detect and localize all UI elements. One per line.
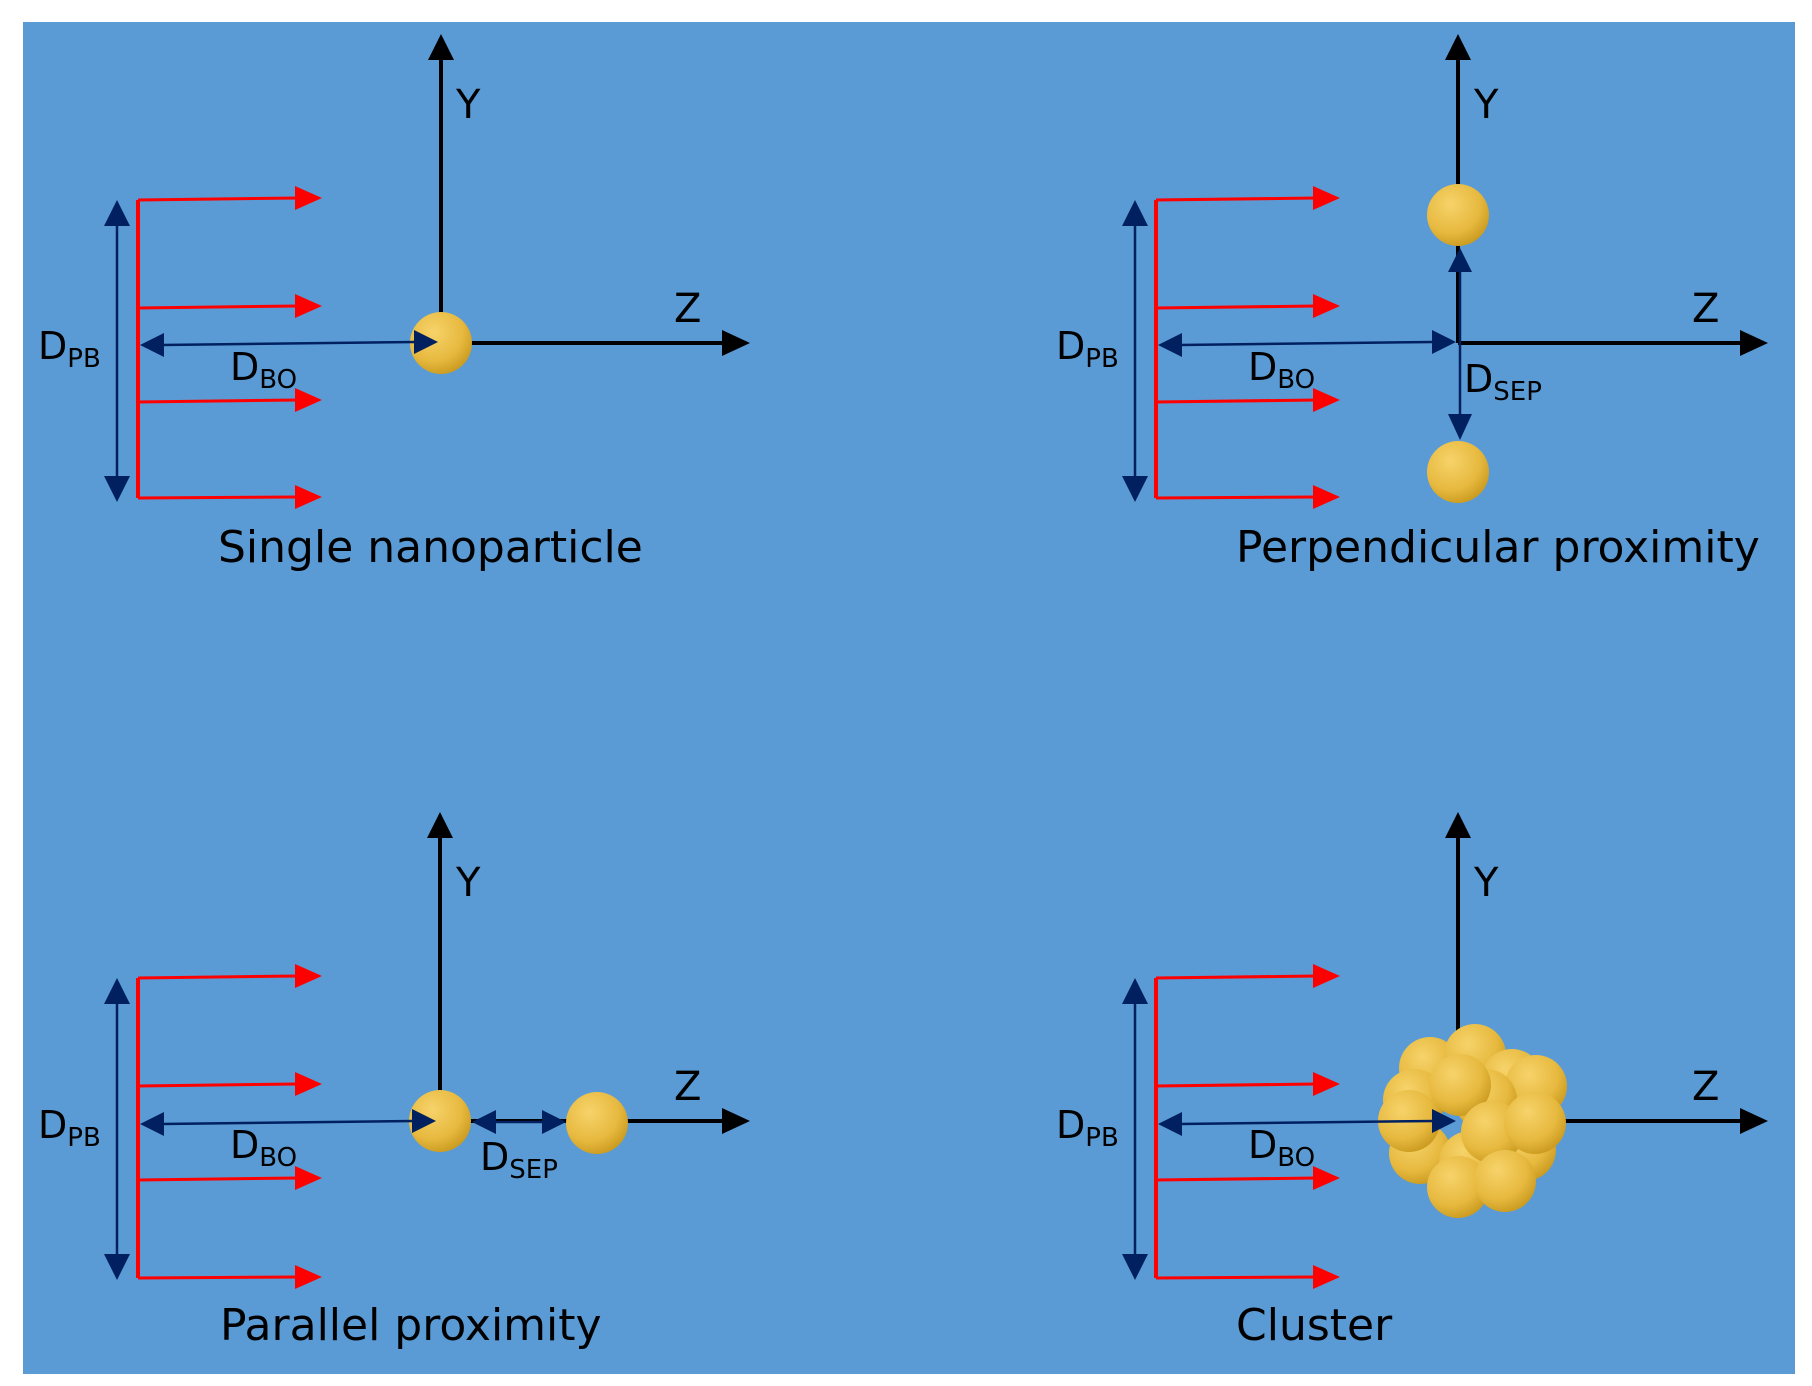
dpb-label: DPB [1056, 1103, 1119, 1153]
panel-caption: Perpendicular proximity [1236, 522, 1760, 573]
nanoparticle-first [409, 1090, 471, 1152]
z-axis [1458, 330, 1768, 356]
y-axis-label: Y [455, 860, 481, 906]
dbo-label: DBO [1248, 1123, 1315, 1173]
y-axis-label: Y [1473, 82, 1499, 128]
nanoparticle-upper [1427, 184, 1489, 246]
d-symbol: D [230, 345, 259, 389]
dsep-dimension-arrow [1448, 248, 1472, 440]
sep-subscript: SEP [1493, 377, 1542, 407]
d-symbol: D [1248, 345, 1277, 389]
panel-perpendicular-proximity: Y Z DPB DBO DSEP Perpendicular proximity [1056, 34, 1768, 573]
pb-subscript: PB [1085, 1123, 1119, 1153]
bo-subscript: BO [259, 1143, 297, 1173]
z-axis-label: Z [674, 286, 701, 332]
dpb-label: DPB [1056, 324, 1119, 374]
dpb-dimension-arrow [104, 978, 130, 1280]
panel-caption: Single nanoparticle [218, 522, 643, 573]
bo-subscript: BO [259, 365, 297, 395]
dbo-dimension-arrow [1158, 330, 1456, 357]
y-axis-label: Y [1473, 860, 1499, 906]
pb-subscript: PB [67, 344, 101, 374]
z-axis [441, 330, 750, 356]
dpb-label: DPB [38, 324, 101, 374]
d-symbol: D [1248, 1123, 1277, 1167]
dpb-dimension-arrow [1122, 200, 1148, 502]
d-symbol: D [230, 1123, 259, 1167]
d-symbol: D [38, 1103, 67, 1147]
z-axis-label: Z [674, 1064, 701, 1110]
z-axis-label: Z [1692, 1064, 1719, 1110]
panel-caption: Parallel proximity [220, 1300, 602, 1351]
dbo-label: DBO [1248, 345, 1315, 395]
dsep-label: DSEP [1464, 357, 1542, 407]
sep-subscript: SEP [509, 1155, 558, 1185]
bo-subscript: BO [1277, 1143, 1315, 1173]
z-axis-label: Z [1692, 286, 1719, 332]
y-axis [427, 812, 453, 1120]
d-symbol: D [480, 1135, 509, 1179]
dbo-label: DBO [230, 1123, 297, 1173]
y-axis [428, 34, 454, 342]
d-symbol: D [1056, 324, 1085, 368]
dbo-dimension-arrow [140, 1109, 436, 1136]
dbo-dimension-arrow [140, 330, 438, 357]
y-axis [1445, 812, 1471, 1060]
dbo-dimension-arrow [1158, 1109, 1456, 1136]
nanoparticle-lower [1427, 441, 1489, 503]
pb-subscript: PB [67, 1123, 101, 1153]
d-symbol: D [1056, 1103, 1085, 1147]
nanoparticle-second [566, 1092, 628, 1154]
nanoparticle-cluster [1378, 1024, 1567, 1218]
beam-arrows [1154, 964, 1340, 1289]
panel-single-nanoparticle: Y Z DPB DBO Single nanoparticle [38, 34, 750, 573]
nanoparticle [410, 312, 472, 374]
d-symbol: D [1464, 357, 1493, 401]
dpb-dimension-arrow [1122, 978, 1148, 1280]
beam-arrows [1154, 186, 1340, 509]
pb-subscript: PB [1085, 344, 1119, 374]
dbo-label: DBO [230, 345, 297, 395]
dpb-dimension-arrow [104, 200, 130, 502]
panel-caption: Cluster [1236, 1300, 1393, 1351]
beam-arrows [136, 186, 322, 509]
dsep-dimension-arrow [472, 1110, 566, 1134]
beam-arrows [136, 964, 322, 1289]
bo-subscript: BO [1277, 365, 1315, 395]
panel-parallel-proximity: Y Z DPB DBO DSEP Parallel proximity [38, 812, 750, 1351]
y-axis-label: Y [455, 82, 481, 128]
dsep-label: DSEP [480, 1135, 558, 1185]
d-symbol: D [38, 324, 67, 368]
panel-cluster: Y Z DPB DBO Cluster [1056, 812, 1768, 1351]
dpb-label: DPB [38, 1103, 101, 1153]
